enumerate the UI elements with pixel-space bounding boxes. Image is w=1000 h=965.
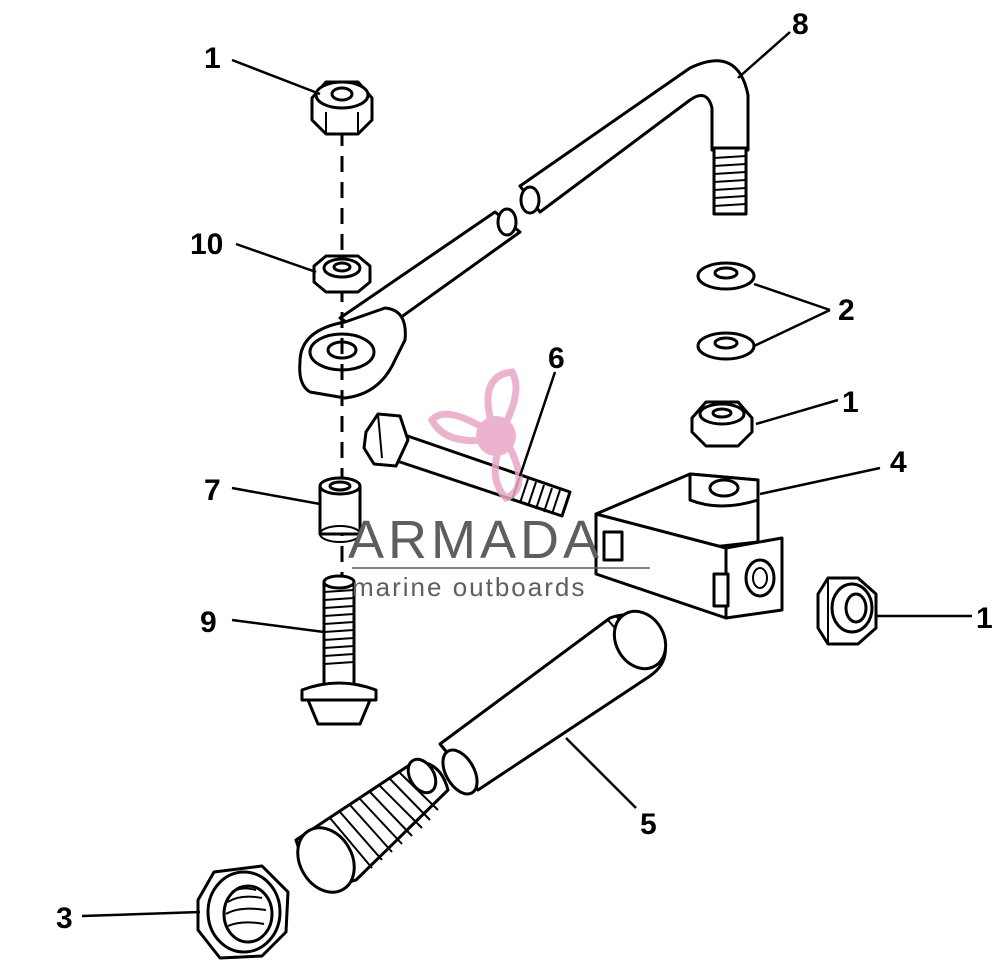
part-7-spacer [318, 476, 362, 543]
callout-3: 3 [56, 902, 73, 935]
part-10-jam-nut [312, 254, 372, 294]
callout-9: 9 [200, 606, 217, 639]
watermark-subtitle: marine outboards [352, 572, 586, 602]
armada-watermark: ARMADA marine outboards [348, 368, 650, 602]
callout-4: 4 [890, 446, 907, 479]
callout-7: 7 [204, 474, 221, 507]
callout-10: 10 [190, 228, 223, 261]
callout-5: 5 [640, 808, 657, 841]
callout-8: 8 [792, 8, 809, 41]
part-6-bolt [362, 412, 572, 518]
part-1-nut-top [310, 80, 374, 136]
part-3-large-nut [196, 864, 290, 960]
callout-6: 6 [548, 342, 565, 375]
callout-leaders [81, 31, 972, 918]
part-2-washers [696, 261, 756, 361]
watermark-title: ARMADA [348, 510, 603, 570]
part-4-bracket [594, 472, 784, 620]
callout-1-top: 1 [204, 42, 221, 75]
callout-1-middle: 1 [842, 386, 859, 419]
propeller-logo-icon [427, 368, 523, 503]
part-5-tube [294, 609, 668, 894]
part-1-nut-right [816, 576, 878, 646]
part-9-bolt [300, 574, 378, 726]
part-8-link-rod [298, 59, 750, 400]
part-1-nut-middle [690, 400, 754, 448]
callout-2: 2 [838, 294, 855, 327]
callout-1-right: 1 [976, 602, 993, 635]
